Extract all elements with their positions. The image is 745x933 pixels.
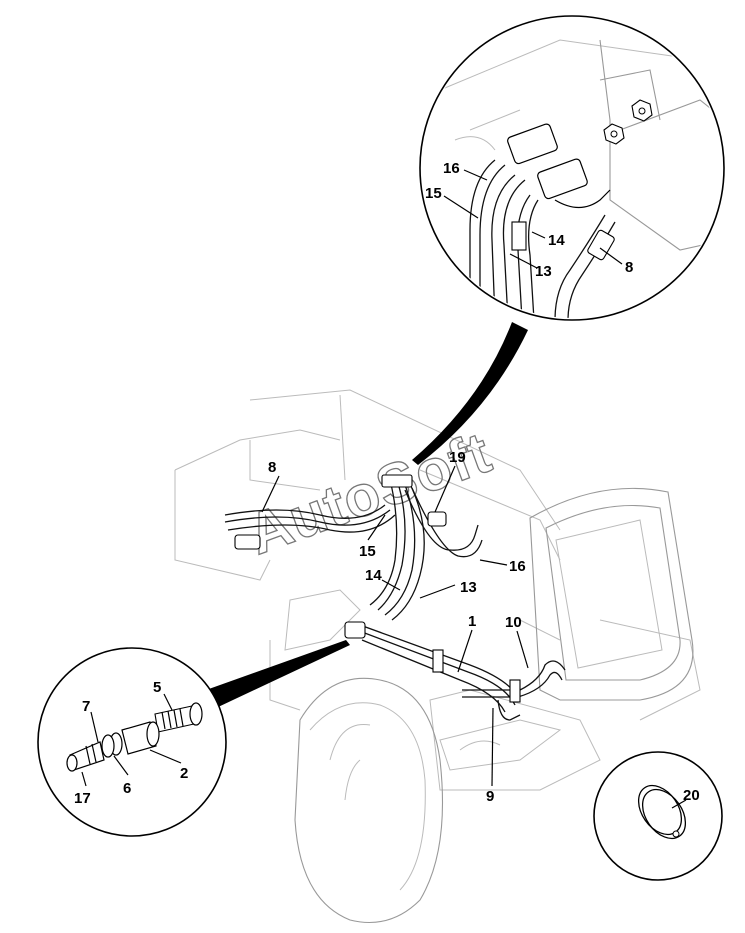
- detail-callout-16: 16: [443, 160, 460, 177]
- callout-1: 1: [468, 613, 476, 630]
- callout-15: 15: [359, 543, 376, 560]
- fitting-callout-17: 17: [74, 790, 91, 807]
- fitting-callout-6: 6: [123, 780, 131, 797]
- detail-callout-8: 8: [625, 259, 633, 276]
- tractor-body: [174, 389, 701, 924]
- callout-13: 13: [460, 579, 477, 596]
- detail-pointer-left: [206, 640, 350, 708]
- ring-callout-20: 20: [683, 787, 700, 804]
- main-hoses: [224, 474, 566, 721]
- main-callouts: 8 19 15 16 14 13 1 10 9: [268, 449, 526, 805]
- callout-19: 19: [449, 449, 466, 466]
- fitting-callout-5: 5: [153, 679, 161, 696]
- detail-callout-13: 13: [535, 263, 552, 280]
- callout-14: 14: [365, 567, 382, 584]
- detail-circle-right: 20: [593, 751, 723, 881]
- callout-10: 10: [505, 614, 522, 631]
- detail-pointer-top: [412, 322, 528, 465]
- fitting-callout-2: 2: [180, 765, 188, 782]
- fitting-callout-7: 7: [82, 698, 90, 715]
- detail-circle-left: 5 7 2 6 17: [37, 647, 227, 837]
- callout-9: 9: [486, 788, 494, 805]
- detail-callout-14: 14: [548, 232, 565, 249]
- main-leaders: [261, 465, 529, 787]
- callout-16: 16: [509, 558, 526, 575]
- detail-callout-15: 15: [425, 185, 442, 202]
- callout-8: 8: [268, 459, 276, 476]
- detail-circle-top: 16 15 14 13 8: [419, 15, 725, 321]
